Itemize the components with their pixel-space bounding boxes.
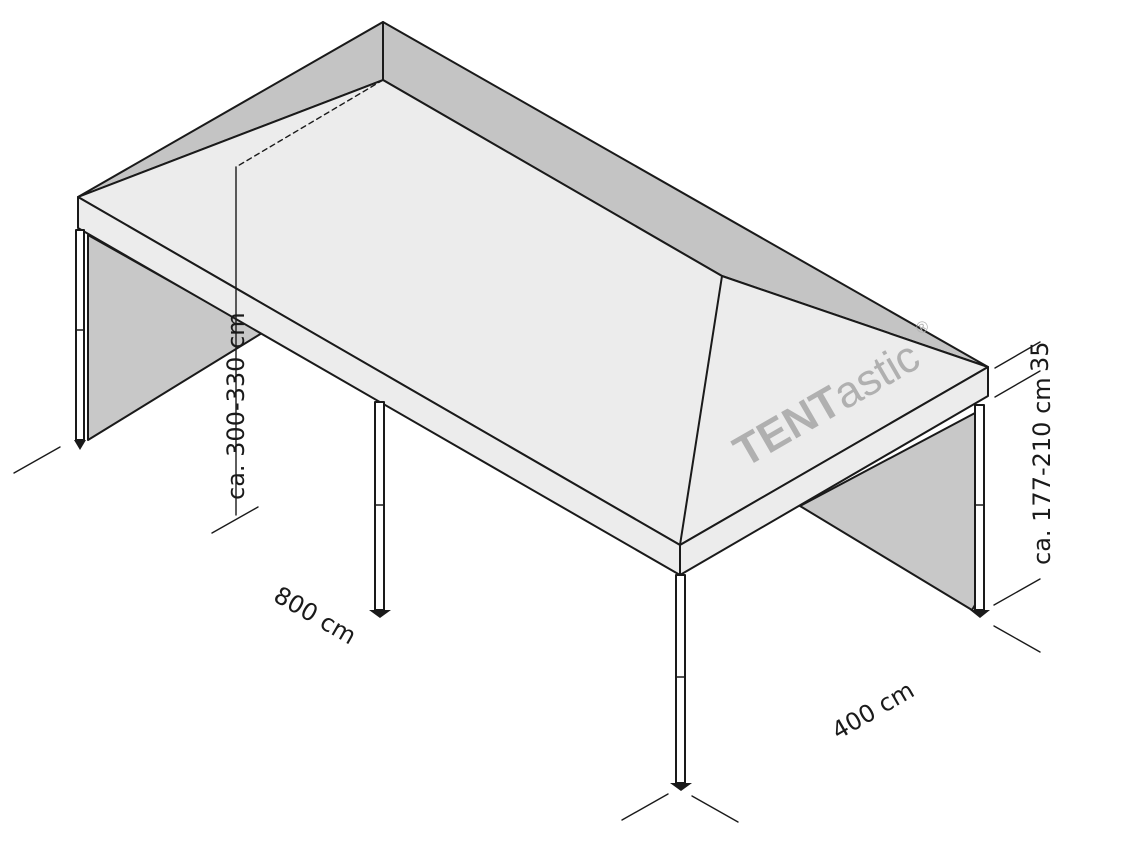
pole-front-corner	[670, 574, 692, 791]
label-total-height: ca. 300-330 cm	[222, 312, 250, 500]
label-width: 400 cm	[827, 676, 919, 745]
tick-height-ground	[211, 506, 259, 534]
right-valance	[679, 366, 989, 576]
tick-front-ground-left	[621, 793, 669, 821]
tick-right-ground-b	[993, 625, 1041, 653]
tick-right-top	[994, 341, 1041, 369]
tick-right-ground-a	[993, 578, 1041, 606]
pole-front-left	[74, 229, 86, 450]
label-side-height: ca. 177-210 cm	[1028, 377, 1056, 565]
tick-left-ground	[13, 446, 61, 474]
hidden-ridge-dashed	[235, 79, 384, 168]
label-length: 800 cm	[269, 581, 361, 650]
roof-hip-line	[679, 275, 723, 546]
pole-middle	[369, 401, 391, 618]
tick-right-valance	[994, 370, 1041, 398]
tick-front-ground-right	[691, 795, 739, 823]
label-valance: 35	[1026, 341, 1054, 372]
pole-right	[970, 404, 990, 618]
